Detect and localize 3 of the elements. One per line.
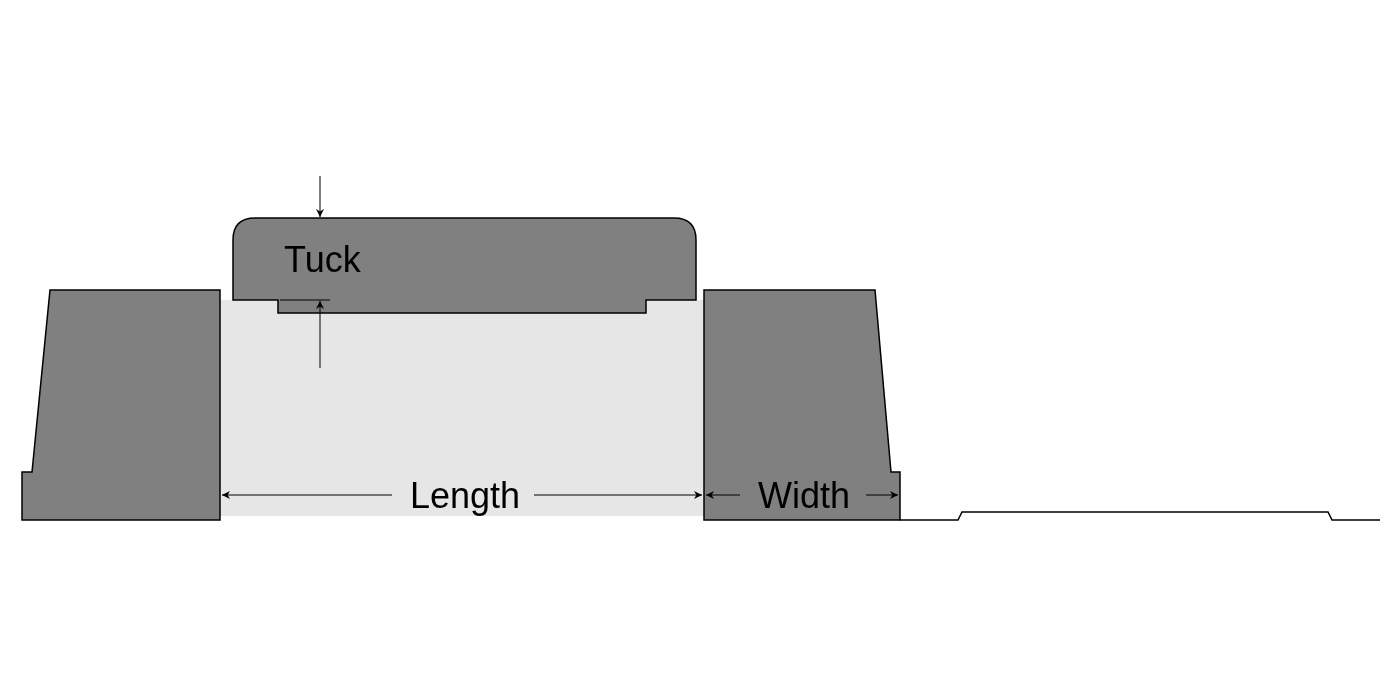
dimension-label: Length [410, 478, 521, 514]
dimension-label: Width [758, 478, 851, 514]
dimension-label: Tuck [284, 242, 361, 278]
